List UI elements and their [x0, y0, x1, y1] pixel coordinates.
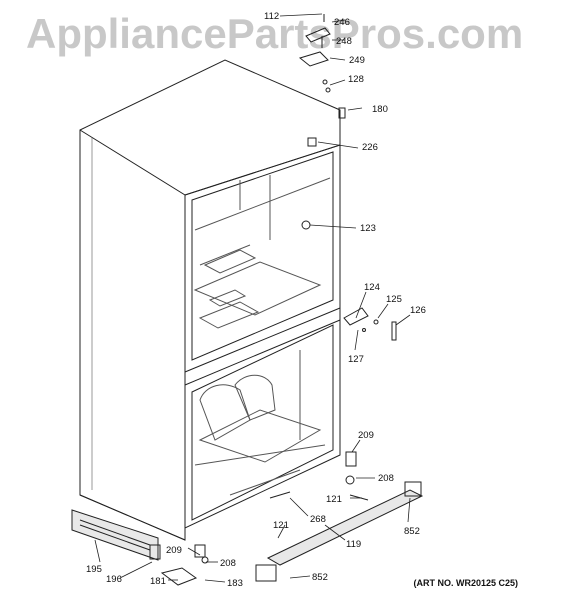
label-208-lower: 208 — [220, 558, 236, 569]
base-grille — [71, 509, 161, 561]
label-249: 249 — [349, 55, 365, 66]
label-209-lower: 209 — [166, 545, 182, 556]
label-248: 248 — [336, 36, 352, 47]
leader-lines — [94, 13, 411, 583]
label-119: 119 — [346, 539, 361, 550]
label-112: 112 — [264, 11, 279, 22]
label-123: 123 — [360, 223, 376, 234]
label-127: 127 — [348, 354, 364, 365]
bottom-rail — [255, 481, 424, 582]
fresh-food-liner — [193, 175, 331, 329]
bottom-right-hinge — [345, 451, 357, 485]
label-183: 183 — [227, 578, 243, 589]
label-121-upper: 121 — [326, 494, 342, 505]
front-frame — [184, 144, 341, 529]
label-268: 268 — [310, 514, 326, 525]
label-125: 125 — [386, 294, 402, 305]
label-246: 246 — [334, 17, 350, 28]
label-852-bottom: 852 — [312, 572, 328, 583]
label-181: 181 — [150, 576, 166, 587]
label-126: 126 — [410, 305, 426, 316]
label-124: 124 — [364, 282, 380, 293]
label-196: 196 — [106, 574, 122, 585]
bottom-hinge — [160, 544, 209, 586]
part-number-labels: 112 246 248 249 128 180 226 123 124 125 … — [86, 11, 426, 589]
watermark: AppliancePartsPros.com — [26, 10, 524, 57]
freezer-liner — [194, 350, 326, 496]
center-hinge-assembly — [343, 307, 397, 341]
label-208-upper: 208 — [378, 473, 394, 484]
label-195: 195 — [86, 564, 102, 575]
label-226: 226 — [362, 142, 378, 153]
label-121-lower: 121 — [273, 520, 289, 531]
label-128: 128 — [348, 74, 364, 85]
label-180: 180 — [372, 104, 388, 115]
art-number: (ART NO. WR20125 C25) — [413, 578, 518, 588]
label-209-upper: 209 — [358, 430, 374, 441]
label-852-right: 852 — [404, 526, 420, 537]
